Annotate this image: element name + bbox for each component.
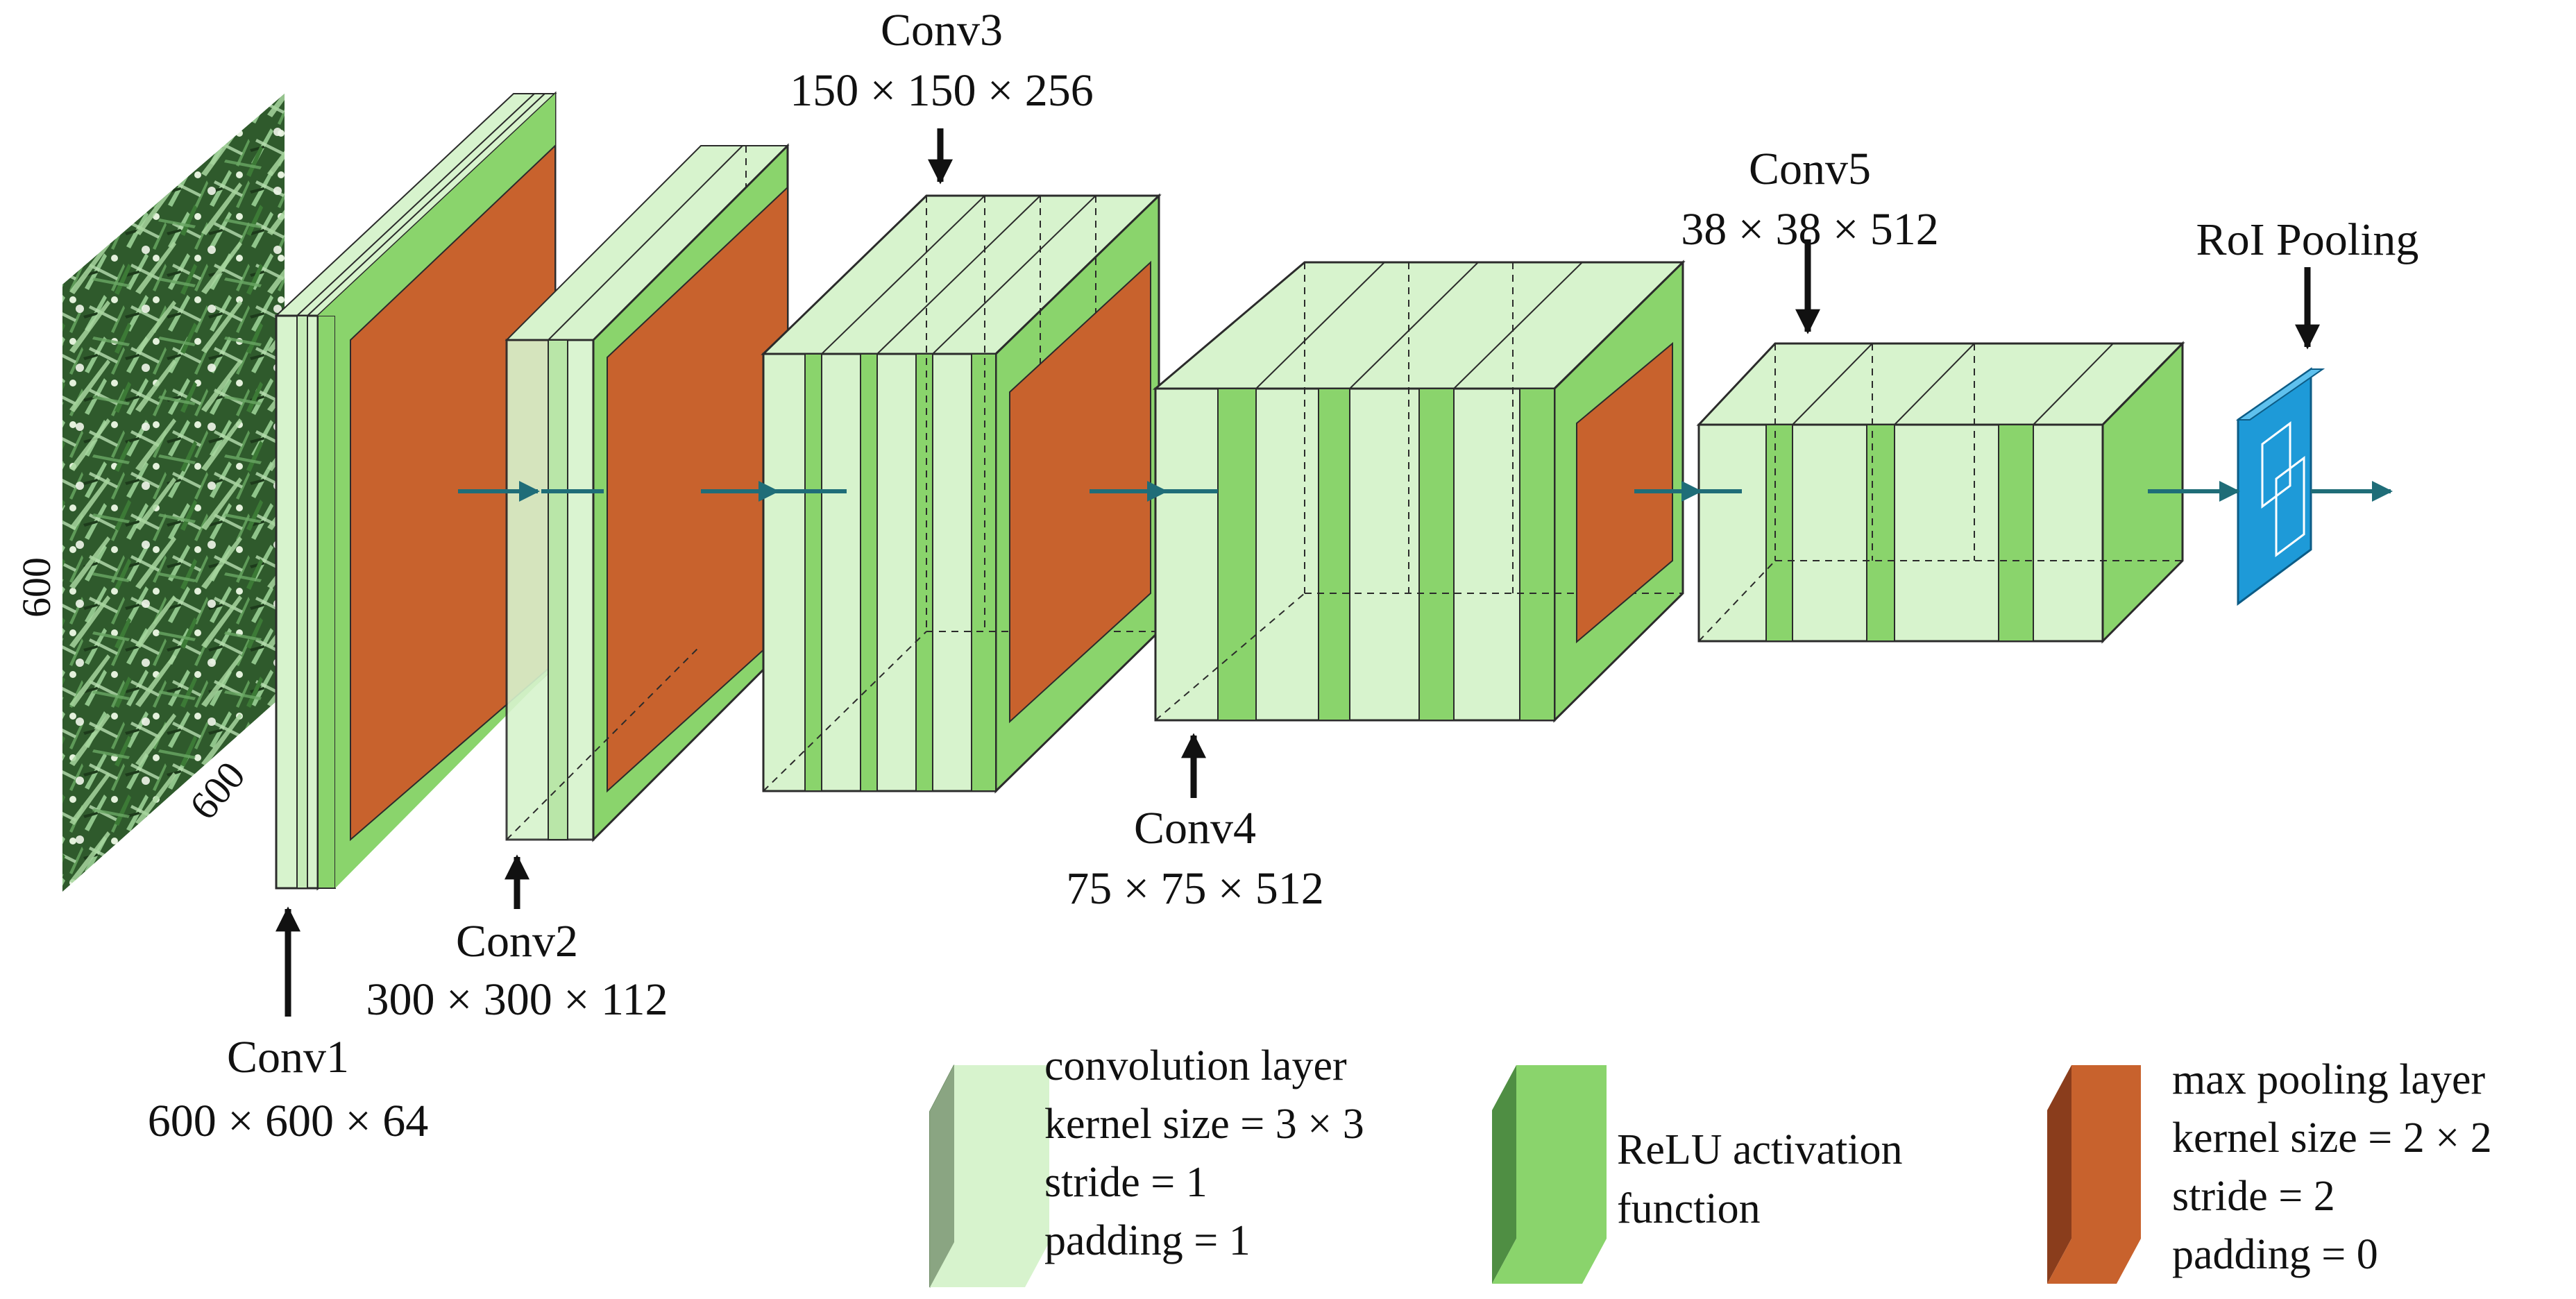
conv3-name-label: Conv3 <box>881 5 1003 56</box>
legend-pool-line-3: stride = 2 <box>2172 1173 2335 1220</box>
legend-pool-icon <box>2047 1065 2141 1284</box>
input-image <box>62 94 285 892</box>
legend-pool-line-1: max pooling layer <box>2172 1056 2485 1103</box>
conv4-dims-label: 75 × 75 × 512 <box>1066 863 1323 914</box>
legend-pool-line-4: padding = 0 <box>2172 1231 2378 1278</box>
legend-conv-line-2: kernel size = 3 × 3 <box>1044 1101 1364 1148</box>
legend-pool-line-2: kernel size = 2 × 2 <box>2172 1114 2492 1162</box>
legend: convolution layer kernel size = 3 × 3 st… <box>929 1042 2492 1288</box>
conv2-name-label: Conv2 <box>456 916 578 967</box>
legend-conv-icon <box>929 1064 1049 1288</box>
legend-conv-line-1: convolution layer <box>1044 1042 1347 1089</box>
input-height-label: 600 <box>14 557 59 618</box>
conv2-dims-label: 300 × 300 × 112 <box>366 974 668 1025</box>
conv4-block <box>1152 260 1686 723</box>
conv5-block <box>1696 341 2185 644</box>
pointer-arrows <box>276 128 2320 1017</box>
conv1-dims-label: 600 × 600 × 64 <box>148 1096 428 1146</box>
legend-relu-line-1: ReLU activation <box>1617 1126 1902 1173</box>
conv3-block <box>761 193 1162 794</box>
conv5-name-label: Conv5 <box>1749 144 1871 194</box>
conv2-block <box>505 143 790 842</box>
conv4-name-label: Conv4 <box>1134 803 1256 854</box>
legend-relu-line-2: function <box>1617 1185 1761 1232</box>
roi-pooling-label: RoI Pooling <box>2196 214 2419 265</box>
legend-conv-line-3: stride = 1 <box>1044 1159 1208 1206</box>
roi-pooling-block <box>2235 367 2325 606</box>
conv5-dims-label: 38 × 38 × 512 <box>1681 204 1938 255</box>
legend-conv-line-4: padding = 1 <box>1044 1217 1251 1264</box>
conv1-name-label: Conv1 <box>227 1032 349 1082</box>
legend-relu-icon <box>1492 1065 1607 1284</box>
conv1-block <box>274 91 557 891</box>
conv3-dims-label: 150 × 150 × 256 <box>790 65 1093 116</box>
